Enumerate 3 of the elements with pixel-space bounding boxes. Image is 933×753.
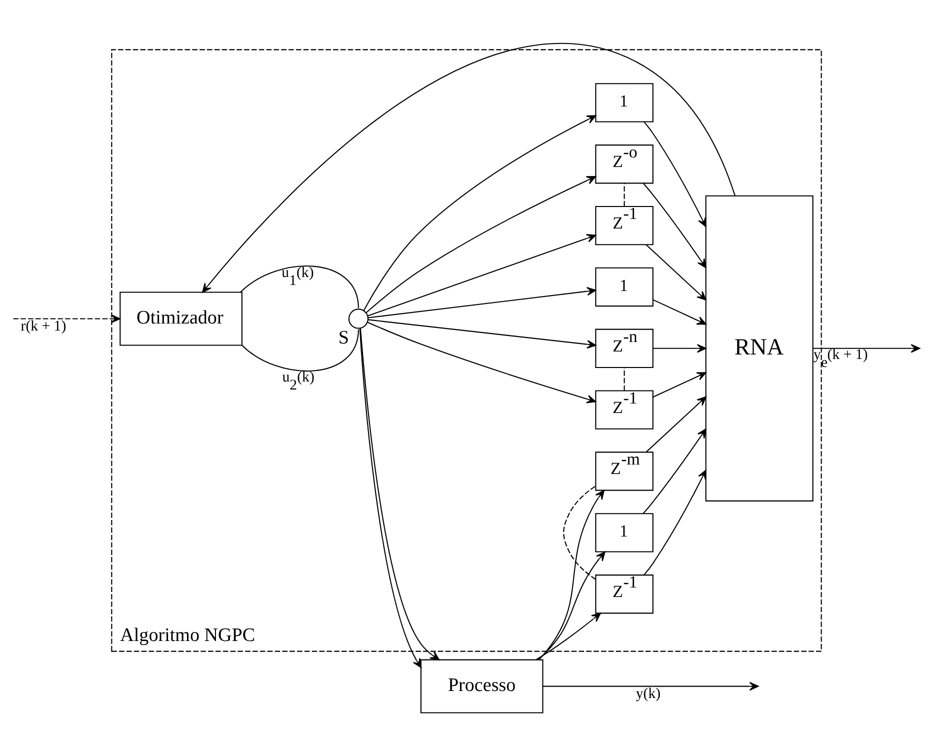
edge-label: r(k + 1) — [20, 318, 66, 334]
edge-label: y(k) — [636, 686, 661, 702]
node-label: S — [338, 327, 349, 348]
